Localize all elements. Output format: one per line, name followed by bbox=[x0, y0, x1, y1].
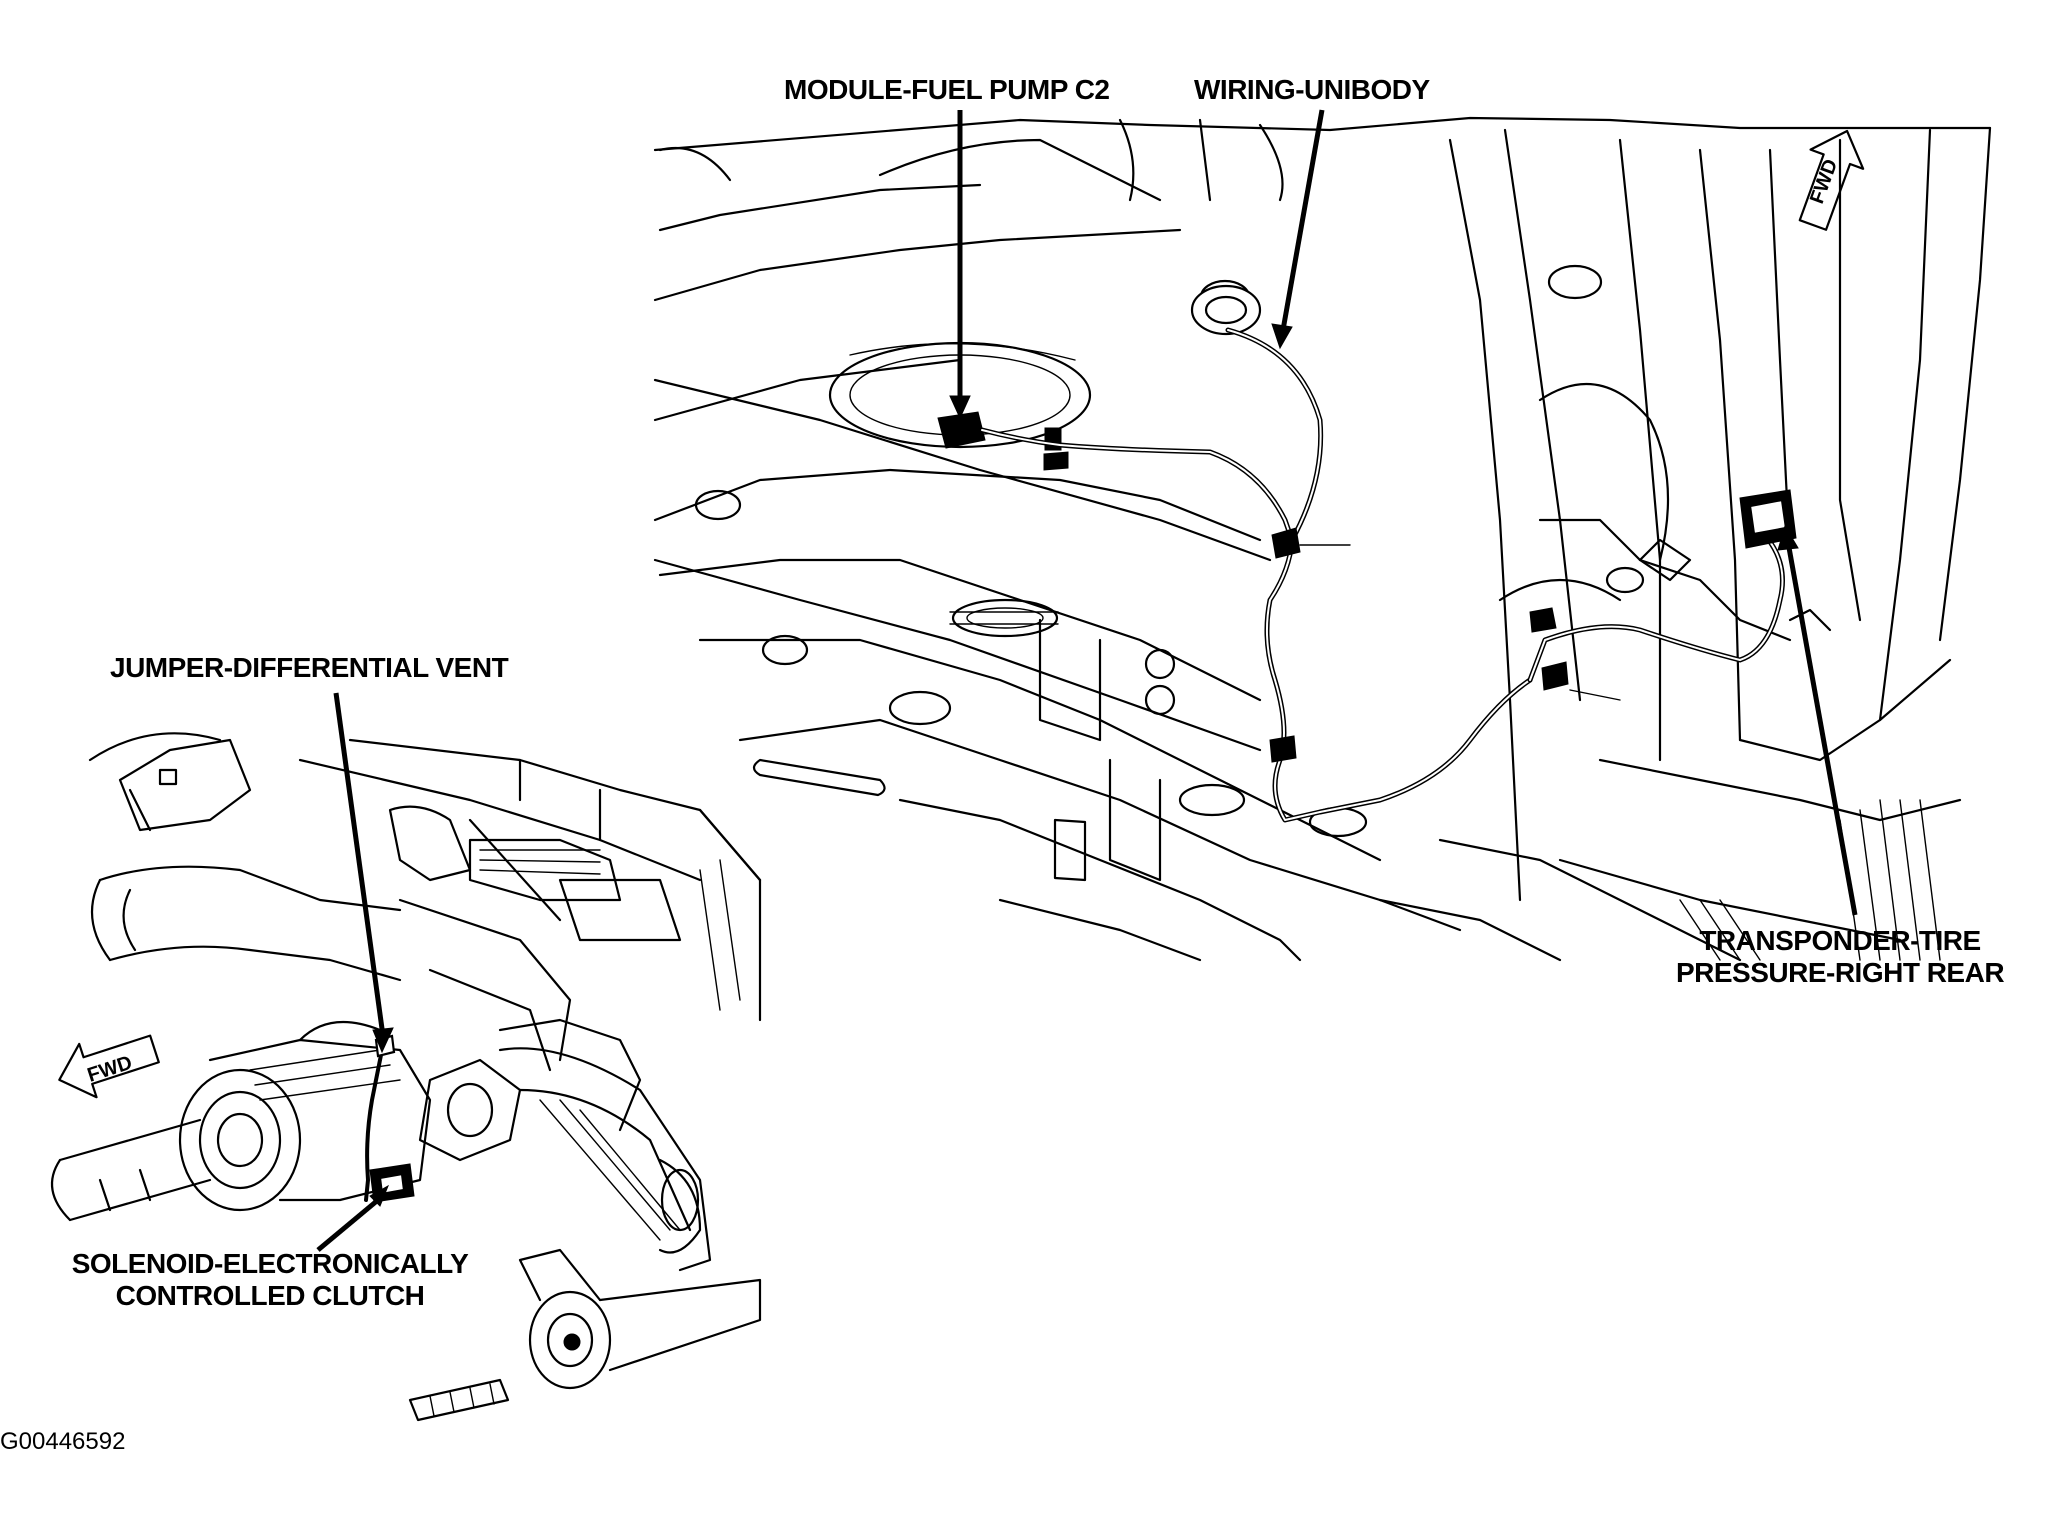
fwd-arrow-label-lower: FWD bbox=[85, 1052, 135, 1087]
leader-lines bbox=[316, 109, 1858, 1252]
label-solenoid-line1: SOLENOID-ELECTRONICALLY bbox=[71, 1248, 469, 1279]
label-wiring-unibody: WIRING-UNIBODY bbox=[1194, 74, 1430, 105]
label-fuel-pump-module: MODULE-FUEL PUMP C2 bbox=[784, 74, 1110, 105]
differential-view: FWD bbox=[50, 732, 762, 1422]
label-solenoid-line2: CONTROLLED CLUTCH bbox=[115, 1280, 425, 1311]
figure-id: G00446592 bbox=[0, 1428, 126, 1455]
label-transponder-line2: PRESSURE-RIGHT REAR bbox=[1675, 957, 2005, 988]
underbody-view: FWD bbox=[653, 116, 1992, 962]
label-solenoid-clutch: SOLENOID-ELECTRONICALLY CONTROLLED CLUTC… bbox=[40, 1248, 500, 1312]
label-jumper-differential-vent: JUMPER-DIFFERENTIAL VENT bbox=[110, 652, 509, 683]
label-transponder-tire-pressure: TRANSPONDER-TIRE PRESSURE-RIGHT REAR bbox=[1640, 925, 2040, 989]
label-transponder-line1: TRANSPONDER-TIRE bbox=[1699, 925, 1981, 956]
